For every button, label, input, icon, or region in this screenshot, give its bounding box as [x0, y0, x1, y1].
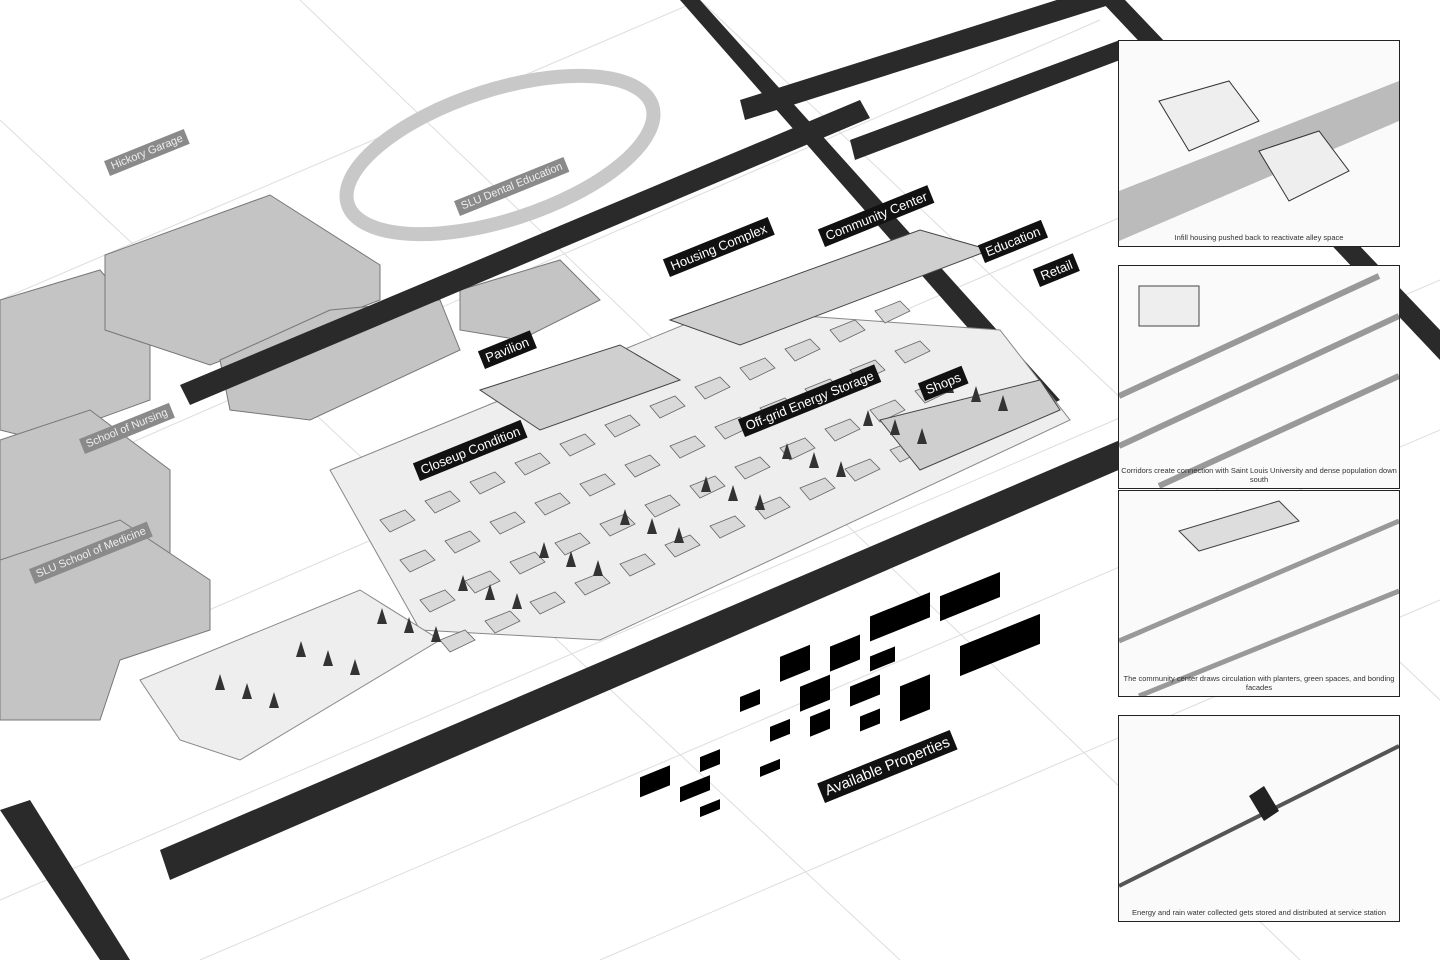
house — [399, 549, 436, 573]
available-property-parcel — [780, 644, 810, 682]
tree — [485, 584, 495, 600]
tree — [863, 410, 873, 426]
house — [419, 589, 456, 613]
tree — [728, 485, 738, 501]
house — [709, 515, 746, 539]
house — [694, 376, 731, 400]
house — [424, 490, 461, 514]
house — [784, 338, 821, 362]
tree — [647, 518, 657, 534]
house — [554, 532, 591, 556]
tree — [539, 542, 549, 558]
house — [874, 300, 911, 324]
inset-corridors: Corridors create connection with Saint L… — [1118, 265, 1400, 489]
available-property-parcel — [870, 592, 930, 642]
house — [534, 492, 571, 516]
house — [484, 610, 521, 634]
house — [514, 452, 551, 476]
house — [644, 494, 681, 518]
inset-caption: The community center draws circulation w… — [1123, 674, 1395, 692]
house — [574, 572, 611, 596]
house — [739, 357, 776, 381]
house — [379, 509, 416, 533]
available-property-parcel — [760, 758, 780, 777]
available-property-parcel — [700, 799, 720, 818]
available-property-parcel — [810, 708, 830, 737]
inset-infill-housing: Infill housing pushed back to reactivate… — [1118, 40, 1400, 247]
house — [669, 435, 706, 459]
tree — [971, 386, 981, 402]
house — [529, 591, 566, 615]
tree — [458, 575, 468, 591]
tree — [242, 683, 252, 699]
house — [829, 319, 866, 343]
house — [624, 454, 661, 478]
tree — [836, 461, 846, 477]
house — [799, 477, 836, 501]
tree — [620, 509, 630, 525]
tree — [674, 527, 684, 543]
tree — [809, 452, 819, 468]
house — [579, 473, 616, 497]
house — [844, 458, 881, 482]
available-property-parcel — [770, 718, 790, 742]
available-property-parcel — [800, 674, 830, 712]
tree — [512, 593, 522, 609]
tree — [323, 650, 333, 666]
available-property-parcel — [870, 646, 895, 672]
house — [439, 629, 476, 653]
house — [754, 496, 791, 520]
tree — [350, 659, 360, 675]
inset-caption: Corridors create connection with Saint L… — [1121, 466, 1397, 484]
house — [444, 530, 481, 554]
available-property-parcel — [900, 689, 930, 722]
tree — [215, 674, 225, 690]
inset-caption: Energy and rain water collected gets sto… — [1132, 908, 1386, 917]
development-bar — [478, 229, 1061, 471]
house — [509, 551, 546, 575]
inset-energy-water: Energy and rain water collected gets sto… — [1118, 715, 1400, 922]
house — [869, 399, 906, 423]
house — [734, 456, 771, 480]
available-property-parcel — [740, 688, 760, 713]
tree — [782, 443, 792, 459]
available-property-parcel — [860, 708, 880, 732]
tree — [593, 560, 603, 576]
house — [559, 433, 596, 457]
available-property-parcel — [700, 749, 720, 773]
house — [464, 570, 501, 594]
available-property-parcel — [960, 613, 1040, 677]
house — [649, 395, 686, 419]
inset-community-center: The community center draws circulation w… — [1118, 490, 1400, 697]
house — [489, 511, 526, 535]
tree — [296, 641, 306, 657]
tree — [890, 419, 900, 435]
tree — [917, 428, 927, 444]
tree — [701, 476, 711, 492]
available-properties-blocks — [640, 571, 1040, 818]
inset-caption: Infill housing pushed back to reactivate… — [1174, 233, 1344, 242]
tree — [998, 395, 1008, 411]
tree — [404, 617, 414, 633]
available-property-parcel — [850, 674, 880, 707]
track — [339, 68, 661, 242]
house — [824, 418, 861, 442]
available-property-parcel — [830, 634, 860, 672]
house — [604, 414, 641, 438]
house — [894, 340, 931, 364]
available-property-parcel — [940, 571, 1000, 622]
available-property-parcel — [640, 765, 670, 798]
house — [469, 471, 506, 495]
house — [619, 553, 656, 577]
tree — [755, 494, 765, 510]
tree — [566, 551, 576, 567]
trees — [215, 377, 1008, 708]
available-property-parcel — [680, 775, 710, 803]
tree — [269, 692, 279, 708]
tree — [431, 626, 441, 642]
tree — [377, 608, 387, 624]
